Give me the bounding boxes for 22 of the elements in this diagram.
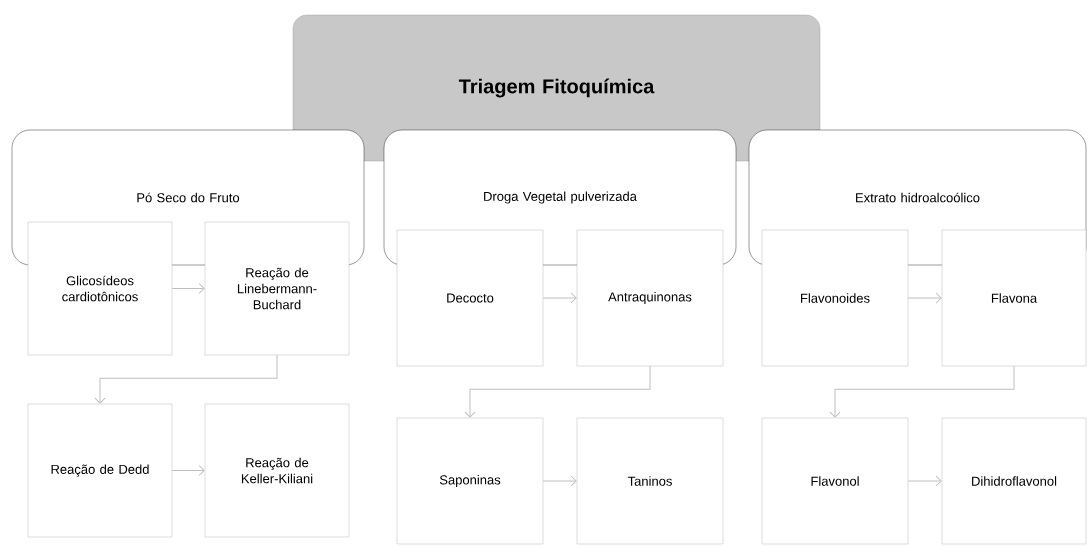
arrow bbox=[907, 475, 942, 487]
arrow bbox=[542, 475, 577, 487]
arrow bbox=[907, 292, 942, 304]
process-box: Antraquinonas bbox=[576, 229, 724, 367]
arrow bbox=[171, 283, 205, 294]
process-box: Dihidroflavonol bbox=[941, 417, 1087, 545]
process-box: Taninos bbox=[576, 417, 724, 545]
process-box: Reação de Linebermann-Buchard bbox=[204, 221, 350, 356]
process-box: Saponinas bbox=[396, 417, 544, 545]
arrow bbox=[829, 365, 1015, 418]
process-box: Flavonol bbox=[761, 417, 909, 545]
node-label: Extrato hidroalcoólico bbox=[856, 192, 980, 203]
arrow bbox=[464, 365, 651, 418]
process-box: Glicosídeos cardiotônicos bbox=[27, 221, 173, 356]
process-box: Flavonoides bbox=[761, 229, 909, 367]
process-box: Reação de Keller-Kiliani bbox=[204, 403, 350, 538]
arrow bbox=[94, 354, 278, 404]
process-box: Decocto bbox=[396, 229, 544, 367]
process-box: Flavona bbox=[941, 229, 1087, 367]
arrow bbox=[171, 465, 205, 476]
process-box: Reação de Dedd bbox=[27, 403, 173, 538]
arrow bbox=[542, 292, 577, 304]
